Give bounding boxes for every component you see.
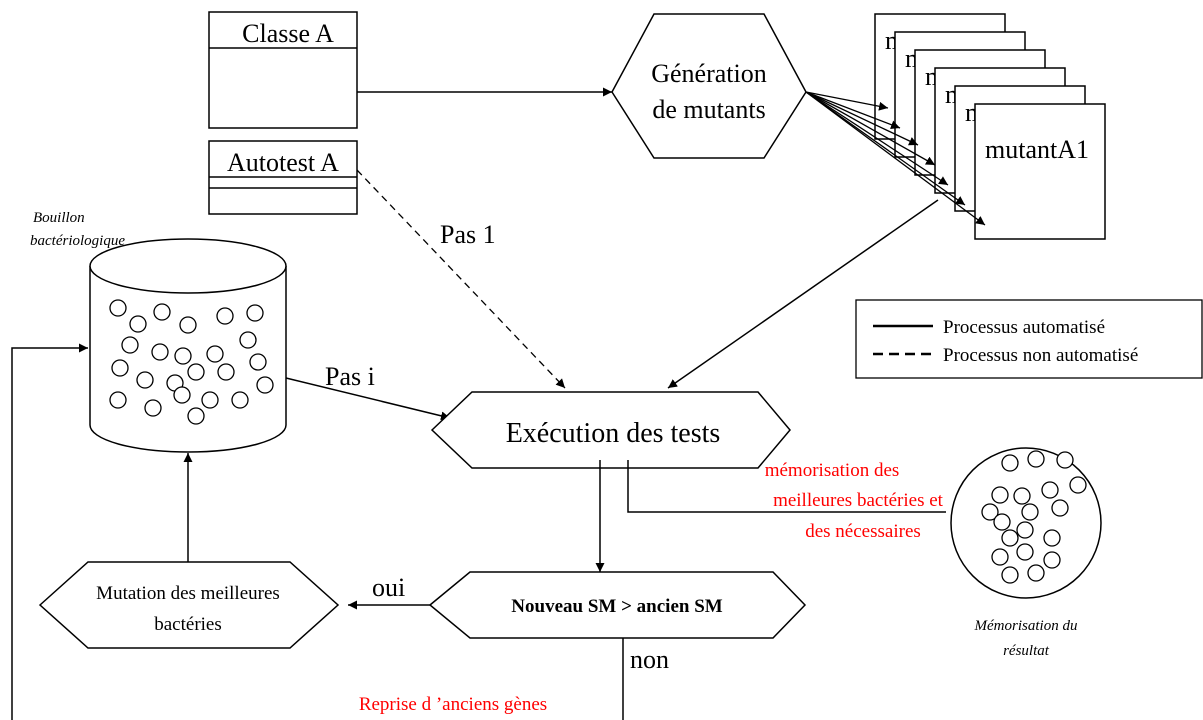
mutant-box-1 (974, 103, 1106, 240)
legend: Processus automatisé Processus non autom… (855, 299, 1203, 379)
memory-bacterium-8 (981, 503, 999, 521)
memo-text-line1: mémorisation des (765, 460, 900, 481)
memory-bacterium-1 (1001, 454, 1019, 472)
class-a-box: Classe A (208, 11, 358, 129)
broth-bacterium-2 (129, 315, 147, 333)
memory-label-line2: résultat (1003, 643, 1050, 659)
memory-bacterium-14 (1001, 529, 1019, 547)
memory-bacterium-16 (1016, 543, 1034, 561)
broth-bacterium-8 (151, 343, 169, 361)
broth-bacterium-4 (179, 316, 197, 334)
broth-label-line1: Bouillon (33, 210, 85, 226)
yes-label: oui (372, 573, 405, 602)
step-1-label: Pas 1 (440, 220, 496, 249)
decision-label: Nouveau SM > ancien SM (511, 596, 722, 617)
memo-text-line3: des nécessaires (805, 521, 921, 542)
broth-bacterium-12 (111, 359, 129, 377)
broth-bacterium-22 (231, 391, 249, 409)
broth-to-execution-arrow (285, 377, 451, 421)
autotest-a-title: Autotest A (227, 148, 339, 177)
broth-bacterium-7 (121, 336, 139, 354)
broth-bacterium-5 (216, 307, 234, 325)
legend-auto-label: Processus automatisé (943, 317, 1105, 338)
memory-circle (950, 447, 1102, 599)
broth-bacterium-15 (187, 363, 205, 381)
memory-bacterium-10 (1021, 503, 1039, 521)
memory-bacterium-6 (1013, 487, 1031, 505)
broth-bacterium-9 (174, 347, 192, 365)
generation-line1: Génération (651, 59, 767, 88)
mutation-line1: Mutation des meilleures (96, 583, 280, 604)
reprise-label: Reprise d ’anciens gènes (359, 694, 547, 715)
broth-bacterium-6 (246, 304, 264, 322)
execution-to-memory-line (627, 460, 946, 513)
memory-bacterium-12 (1016, 521, 1034, 539)
broth-bacterium-13 (136, 371, 154, 389)
memo-text-line2: meilleures bactéries et (773, 490, 944, 511)
memory-bacterium-4 (1069, 476, 1087, 494)
decision-hexagon: Nouveau SM > ancien SM (428, 571, 807, 639)
broth-label-line2: bactériologique (30, 233, 125, 249)
broth-bacterium-18 (109, 391, 127, 409)
memory-label-line1: Mémorisation du (974, 618, 1078, 634)
legend-manual-label: Processus non automatisé (943, 345, 1138, 366)
broth-bacterium-24 (187, 407, 205, 425)
broth-bacterium-19 (144, 399, 162, 417)
class-a-title: Classe A (242, 19, 334, 48)
memory-bacterium-2 (1027, 450, 1045, 468)
loop-back-arrow (11, 343, 88, 720)
execution-hexagon: Exécution des tests (430, 391, 791, 469)
memory-bacterium-9 (993, 513, 1011, 531)
memory-bacterium-7 (991, 486, 1009, 504)
memory-bacterium-15 (991, 548, 1009, 566)
broth-bacterium-21 (201, 391, 219, 409)
memory-bacterium-18 (1001, 566, 1019, 584)
autotest-a-box: Autotest A (208, 140, 358, 215)
broth-bacterium-17 (249, 353, 267, 371)
no-label: non (630, 645, 669, 674)
broth-bacterium-3 (153, 303, 171, 321)
memory-bacterium-5 (1041, 481, 1059, 499)
broth-cylinder (89, 238, 287, 453)
generation-fan-arrows (805, 91, 986, 226)
autotest-to-execution-arrow (356, 169, 566, 389)
step-i-label: Pas i (325, 362, 375, 391)
mutant-stack: mutantA6 mutantA5 mutantA4 mutantA3 muta… (874, 13, 1106, 240)
broth-bacterium-1 (109, 299, 127, 317)
broth-bacterium-11 (239, 331, 257, 349)
memory-bacterium-19 (1027, 564, 1045, 582)
broth-bacterium-10 (206, 345, 224, 363)
generation-hexagon: Génération de mutants (611, 13, 807, 159)
broth-bacterium-20 (173, 386, 191, 404)
mutants-to-execution-arrow (667, 199, 939, 389)
memory-bacterium-17 (1043, 551, 1061, 569)
memory-bacterium-11 (1051, 499, 1069, 517)
memory-bacterium-3 (1056, 451, 1074, 469)
generation-line2: de mutants (652, 95, 765, 124)
mutant-label-1: mutantA1 (985, 135, 1089, 164)
mutation-hexagon: Mutation des meilleures bactéries (38, 561, 340, 649)
memory-bacterium-13 (1043, 529, 1061, 547)
mutation-line2: bactéries (154, 614, 222, 635)
execution-label: Exécution des tests (506, 418, 721, 449)
broth-bacterium-16 (217, 363, 235, 381)
broth-bacterium-23 (256, 376, 274, 394)
